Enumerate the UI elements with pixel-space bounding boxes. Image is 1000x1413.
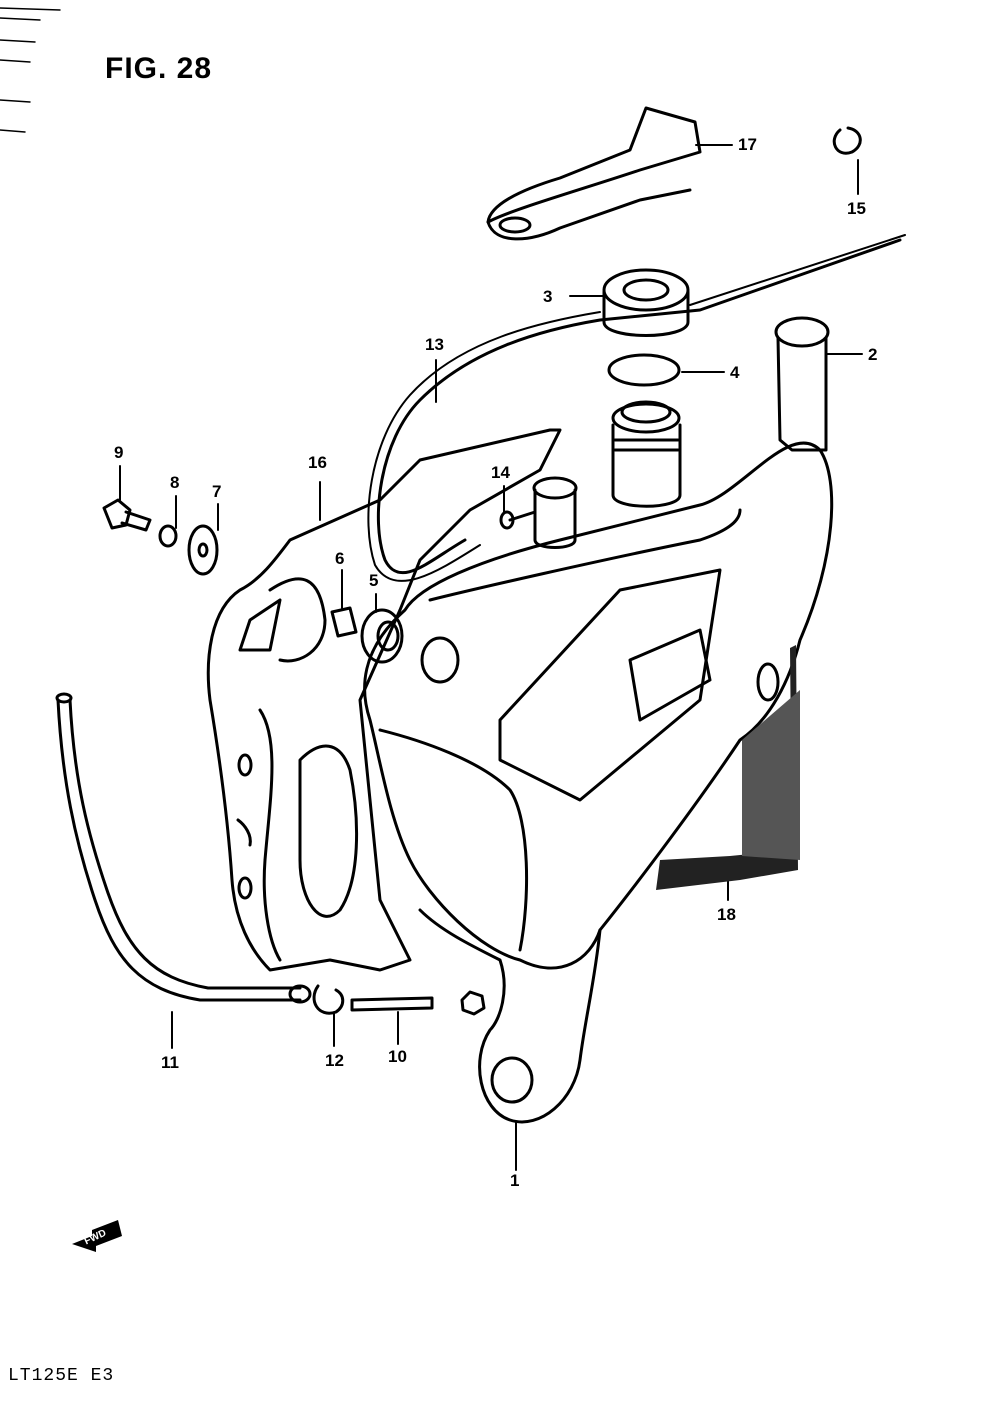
callout-2: 2 (868, 345, 878, 364)
tank-strap (486, 106, 702, 241)
figure-title: FIG. 28 (105, 52, 213, 85)
collar (330, 606, 358, 638)
callout-16: 16 (308, 453, 327, 472)
callout-5: 5 (369, 571, 379, 590)
filler-neck (611, 400, 682, 508)
hose-clip-top (832, 126, 862, 155)
scan-noise (0, 7, 61, 133)
callout-15: 15 (847, 199, 866, 218)
callout-6: 6 (335, 549, 345, 568)
fuel-hose (55, 692, 312, 1004)
cap-gasket (607, 353, 681, 387)
heat-shield (206, 428, 562, 972)
callout-1: 1 (510, 1171, 520, 1190)
callout-9: 9 (114, 443, 124, 462)
hose-clamp (312, 984, 345, 1015)
model-code: LT125E E3 (8, 1366, 115, 1386)
callout-13: 13 (425, 335, 444, 354)
nut (460, 990, 486, 1016)
callout-11: 11 (161, 1053, 179, 1072)
fuel-tank-body (363, 441, 834, 1124)
callout-4: 4 (730, 363, 740, 382)
callout-3: 3 (543, 287, 553, 306)
grommet (360, 608, 404, 664)
callout-8: 8 (170, 473, 180, 492)
bracket-screw (350, 996, 434, 1012)
callout-10: 10 (388, 1047, 407, 1066)
flat-washer (187, 524, 219, 576)
breather-hose (367, 234, 906, 582)
drain-pipe (774, 316, 830, 452)
callout-17: 17 (738, 135, 757, 154)
leader-lines (119, 144, 863, 1171)
callout-14: 14 (491, 463, 510, 482)
callout-12: 12 (325, 1051, 344, 1070)
side-panel (656, 645, 800, 890)
mounting-bolt (102, 498, 152, 532)
lock-washer (158, 524, 178, 548)
callout-18: 18 (717, 905, 736, 924)
callout-7: 7 (212, 482, 222, 501)
fuel-cap (602, 268, 690, 337)
direction-arrow-icon (72, 1220, 122, 1252)
vent-fitting (499, 476, 578, 549)
